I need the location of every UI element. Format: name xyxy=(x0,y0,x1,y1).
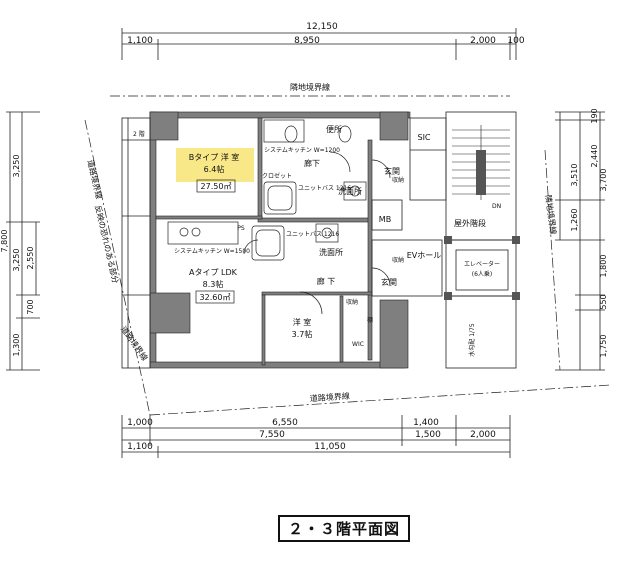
dim-bottom-r1-a: 1,000 xyxy=(127,418,153,428)
dim-right-h: 1,750 xyxy=(599,335,608,358)
dim-right-g: 550 xyxy=(599,294,608,309)
entrance-upper-label: 玄関 xyxy=(384,166,400,176)
a-type-area: 32.60㎡ xyxy=(200,293,231,302)
dim-bottom-r2-b: 1,500 xyxy=(415,430,441,440)
shelf-label: 棚 xyxy=(367,316,373,324)
dim-top-total: 12,150 xyxy=(306,22,338,32)
dim-bottom-r1-c: 1,400 xyxy=(413,418,439,428)
entrance-lower-label: 玄関 xyxy=(381,277,397,287)
ev-pillar-1 xyxy=(444,236,452,244)
a-type-area-box xyxy=(195,290,235,304)
road-boundary-left-bottom-label: 道路境界線 xyxy=(119,324,150,363)
dim-right-a: 190 xyxy=(590,108,599,123)
road-boundary-bottom-label: 道路境界線 xyxy=(309,391,350,404)
stair-dn-label: DN xyxy=(492,203,501,210)
washroom-lower-label: 洗面所 xyxy=(319,247,343,257)
dim-bottom-r2-c: 2,000 xyxy=(470,430,496,440)
sic-label: SIC xyxy=(417,133,430,142)
kitchen-lower-label: システムキッチン W=1500 xyxy=(174,248,250,255)
dim-right-f: 1,800 xyxy=(599,255,608,278)
storage-label-3: 収納 xyxy=(346,298,358,306)
dim-bottom-r3-a: 1,100 xyxy=(127,442,153,452)
stair-core xyxy=(476,150,486,195)
a-type-title: Aタイプ LDK xyxy=(189,268,238,277)
road-boundary-left-line xyxy=(84,119,151,416)
dim-top-right: 2,000 xyxy=(470,36,496,46)
b-type-title: Bタイプ 洋 室 xyxy=(189,152,240,162)
dim-right-b: 2,440 xyxy=(590,145,599,168)
ev-hall-label: EVホール xyxy=(407,251,442,260)
neighbor-boundary-label: 隣地境界線 xyxy=(290,82,330,92)
bottom-dimensions xyxy=(121,415,511,458)
right-dimensions xyxy=(555,111,605,371)
elevator-label: エレベーター xyxy=(464,260,500,268)
ps-label: PS xyxy=(237,225,245,232)
dim-right-c: 3,510 xyxy=(570,164,579,187)
dim-left-a: 3,250 xyxy=(12,155,21,178)
dim-left-d: 700 xyxy=(26,299,35,314)
dim-top-mid: 8,950 xyxy=(294,36,320,46)
ev-pillar-4 xyxy=(512,292,520,300)
left-balcony xyxy=(121,117,151,369)
b-type-size: 6.4帖 xyxy=(204,164,225,174)
top-dimensions xyxy=(121,28,517,60)
ev-pillar-2 xyxy=(512,236,520,244)
unit-bath-lower-label: ユニットバス 1216 xyxy=(286,231,339,238)
storage-label-2: 収納 xyxy=(392,256,404,264)
neighbor-boundary-right-line xyxy=(544,149,561,371)
b-type-highlight xyxy=(176,148,254,182)
slope-label: 水勾配 1/75 xyxy=(468,323,476,357)
mb-label: MB xyxy=(379,215,391,224)
wic-label: WIC xyxy=(352,341,364,348)
dim-left-b: 3,250 xyxy=(12,249,21,272)
closet-label: クロゼット xyxy=(262,172,292,180)
floor-plan-title: ２・３階平面図 xyxy=(278,515,410,542)
kitchen-upper-label: システムキッチン W=1200 xyxy=(264,147,340,154)
road-boundary-bottom-line xyxy=(149,384,611,416)
dim-bottom-r3-b: 11,050 xyxy=(314,442,346,452)
dim-top-left: 1,100 xyxy=(127,36,153,46)
road-boundary-left-note: 反映の恐れのある部分 xyxy=(93,204,121,284)
ev-pillar-3 xyxy=(444,292,452,300)
fixtures xyxy=(167,119,391,315)
b-type-area: 27.50㎡ xyxy=(201,182,232,191)
dim-top-far: 100 xyxy=(507,36,524,46)
elevator-capacity: (6人乗) xyxy=(472,271,493,278)
balcony-label: 2 階 xyxy=(133,130,145,138)
dim-bottom-r2-a: 7,550 xyxy=(259,430,285,440)
exterior-walls xyxy=(149,111,411,369)
washroom-upper-label: 洗面所 xyxy=(338,186,362,196)
toilet-label: 便所 xyxy=(326,124,342,134)
dim-bottom-r1-b: 6,550 xyxy=(272,418,298,428)
a-type-size: 8.3帖 xyxy=(203,279,224,289)
storage-label-1: 収納 xyxy=(392,176,404,184)
dim-right-e: 1,260 xyxy=(570,209,579,232)
road-boundary-left-top-label: 道路境界線 xyxy=(86,159,105,200)
hall-upper-label: 廊下 xyxy=(304,158,320,168)
western-room-size: 3.7帖 xyxy=(292,329,313,339)
western-room-title: 洋 室 xyxy=(293,317,312,327)
dim-left-c: 2,550 xyxy=(26,247,35,270)
hall-lower-label: 廊 下 xyxy=(317,276,336,286)
left-dimensions xyxy=(6,111,40,371)
dim-left-e: 1,300 xyxy=(12,334,21,357)
dim-right-d: 3,700 xyxy=(599,169,608,192)
dim-left-total: 7,800 xyxy=(0,230,9,253)
b-type-area-box xyxy=(196,179,236,193)
unit-bath-upper-label: ユニットバス 1216 xyxy=(298,185,351,192)
outer-stairs-label: 屋外階段 xyxy=(454,218,486,228)
